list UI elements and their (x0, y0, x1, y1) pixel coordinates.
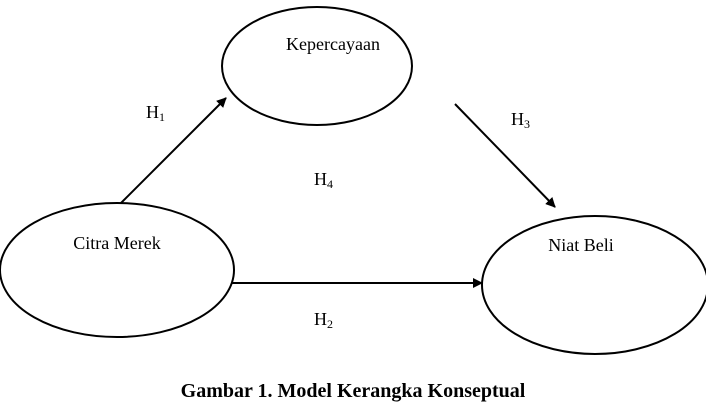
node-niat-beli: Niat Beli (481, 215, 706, 355)
hypothesis-h1-label: H1 (146, 102, 165, 124)
hypothesis-h3-label: H3 (511, 109, 530, 131)
hypothesis-h2-label: H2 (314, 309, 333, 331)
node-kepercayaan-label: Kepercayaan (286, 34, 380, 54)
hypothesis-h4-letter: H (314, 169, 327, 189)
hypothesis-h4-subscript: 4 (327, 177, 333, 191)
hypothesis-h2-subscript: 2 (327, 317, 333, 331)
node-citra-merek-ellipse (0, 202, 235, 338)
node-kepercayaan: Kepercayaan (221, 6, 413, 126)
hypothesis-h1-letter: H (146, 102, 159, 122)
arrow-h1-citra-to-kepercayaan (120, 97, 227, 204)
node-citra-merek: Citra Merek (0, 202, 235, 338)
hypothesis-h2-letter: H (314, 309, 327, 329)
hypothesis-h1-subscript: 1 (159, 110, 165, 124)
hypothesis-h3-subscript: 3 (524, 117, 530, 131)
node-citra-merek-label: Citra Merek (73, 233, 160, 253)
arrow-h3-kepercayaan-to-niat (454, 103, 556, 208)
node-niat-beli-label: Niat Beli (548, 235, 614, 255)
figure-caption: Gambar 1. Model Kerangka Konseptual (180, 380, 526, 402)
node-kepercayaan-ellipse (221, 6, 413, 126)
hypothesis-h3-letter: H (511, 109, 524, 129)
hypothesis-h4-label: H4 (314, 169, 333, 191)
